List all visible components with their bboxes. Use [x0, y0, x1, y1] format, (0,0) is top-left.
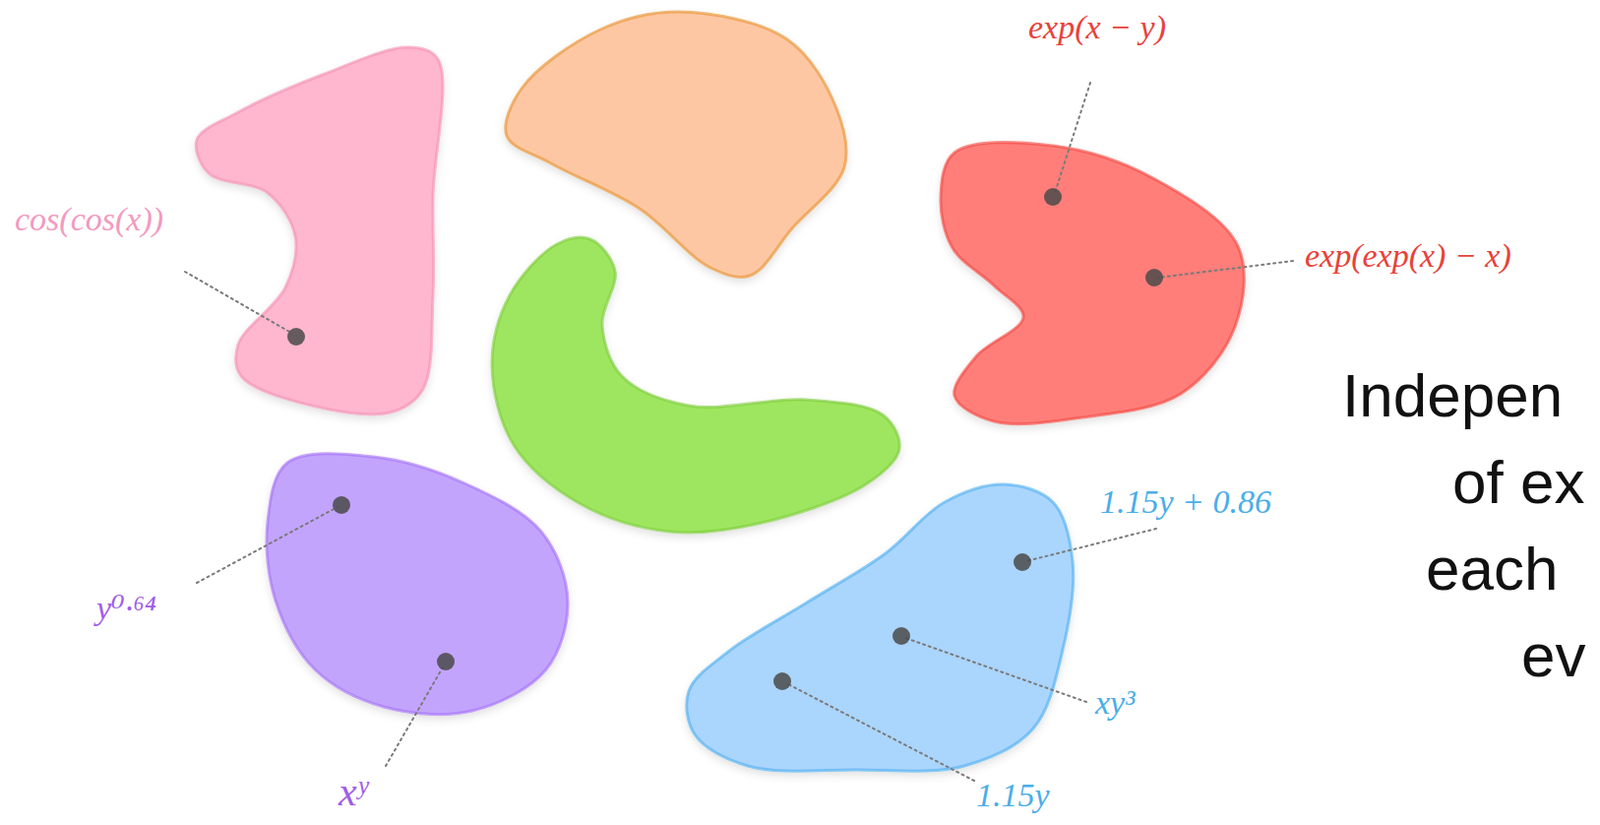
marker-dot [773, 672, 792, 690]
marker-dot [1044, 187, 1062, 206]
heading-fragment: of ex [1452, 446, 1585, 517]
leader-line [196, 506, 338, 583]
marker-dot [1145, 268, 1164, 287]
purple-blob [266, 453, 568, 715]
marker-dot [892, 626, 911, 645]
marker-dot [1013, 553, 1032, 571]
marker-dot [436, 652, 455, 671]
orange-blob [505, 11, 848, 277]
leader-line [1054, 82, 1091, 193]
expression-label: y⁰·⁶⁴ [96, 588, 157, 627]
expression-label: 1.15y [976, 775, 1050, 814]
leader-line [905, 637, 1087, 702]
heading-fragment: Indepen [1342, 360, 1563, 431]
pink-blob [195, 47, 443, 415]
leader-line [786, 682, 975, 781]
expression-label: exp(x − y) [1028, 7, 1167, 47]
marker-dot [287, 327, 306, 346]
green-blob [492, 237, 900, 533]
leader-line [385, 665, 444, 766]
leader-line [1026, 528, 1157, 561]
blue-blob [686, 484, 1074, 771]
expression-label: 1.15y + 0.86 [1100, 482, 1272, 521]
expression-label: xʸ [338, 767, 368, 815]
expression-label: xy³ [1095, 682, 1135, 722]
marker-dot [332, 495, 351, 514]
expression-label: exp(exp(x) − x) [1304, 236, 1512, 275]
leader-line [184, 271, 292, 333]
leader-line [1158, 260, 1293, 278]
heading-fragment: ev [1521, 619, 1586, 690]
heading-fragment: each [1425, 533, 1558, 604]
red-blob [940, 142, 1244, 425]
expression-label: cos(cos(x)) [14, 199, 164, 239]
